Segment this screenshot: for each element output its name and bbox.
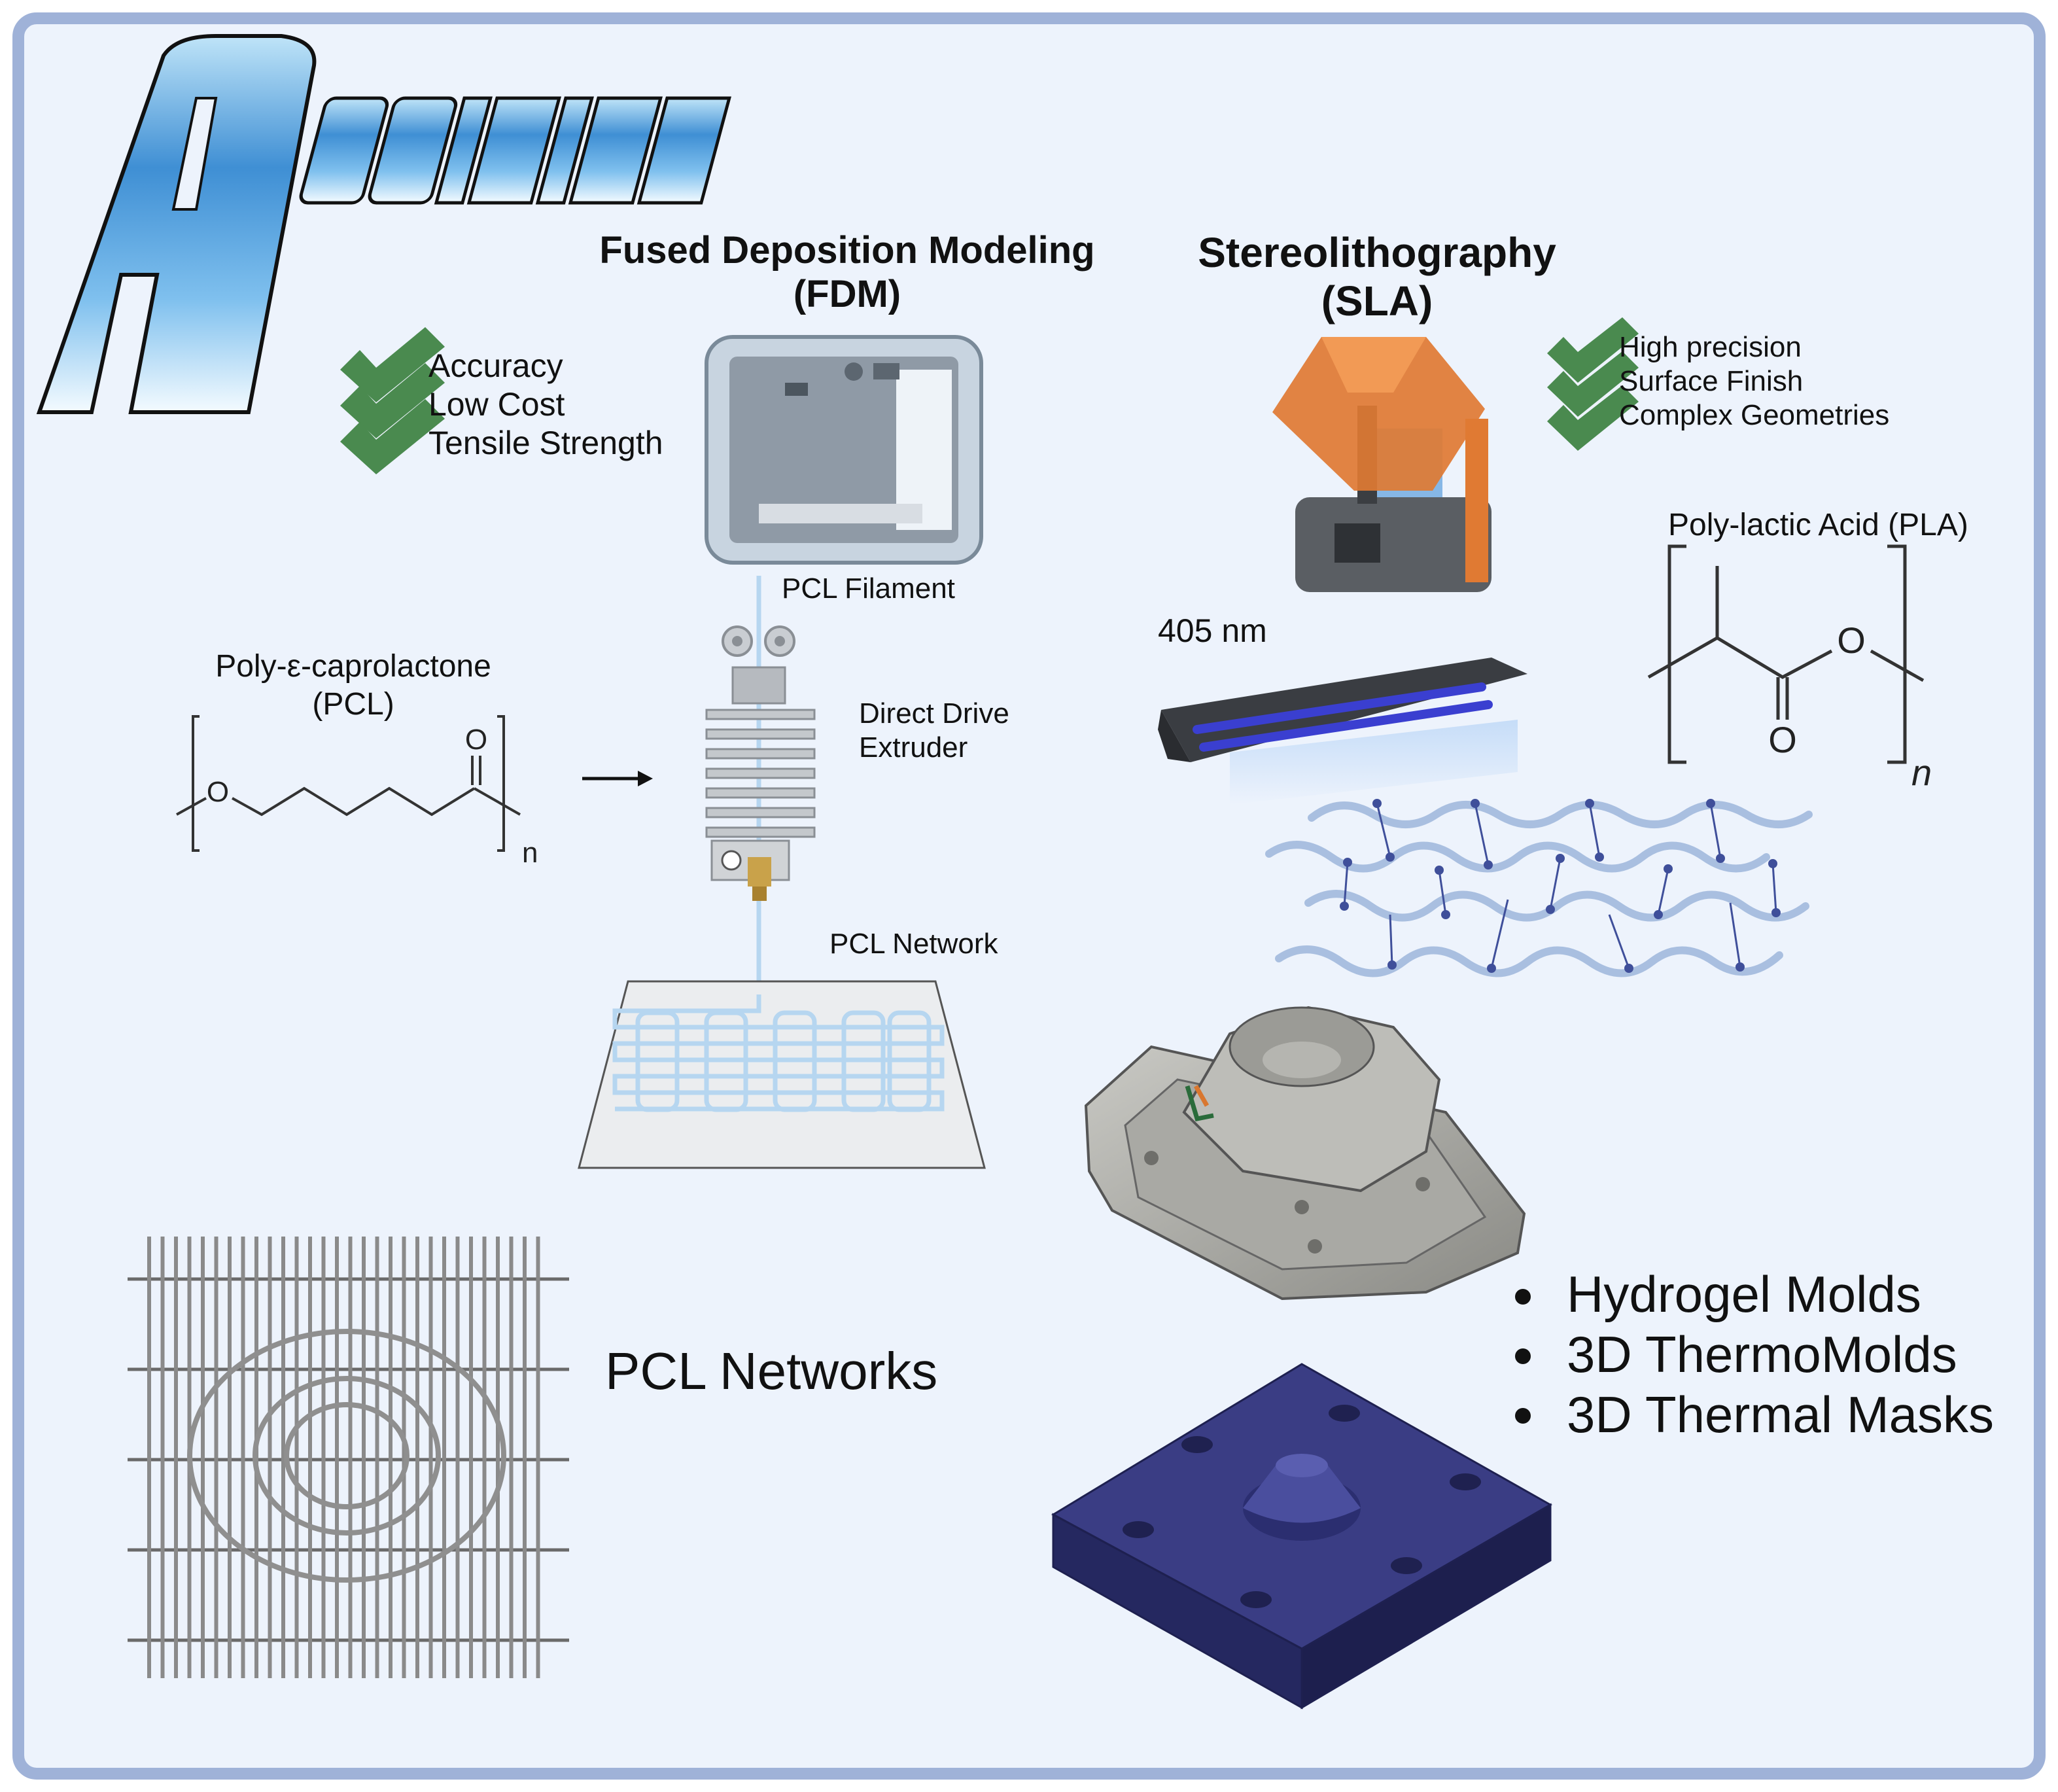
pcl-grid-mesh: [128, 1237, 569, 1678]
extruder-label-line1: Direct Drive: [859, 697, 1009, 729]
extruder-icon: [705, 625, 816, 901]
fdm-advantage-item: Low Cost: [428, 386, 565, 423]
application-item: 3D Thermal Masks: [1567, 1386, 1995, 1443]
application-item: Hydrogel Molds: [1567, 1265, 1921, 1323]
pcl-filament-label: PCL Filament: [782, 572, 955, 605]
fdm-advantage-item: Accuracy: [428, 347, 563, 384]
pla-carbonyl-o: O: [1768, 719, 1797, 760]
sla-heading: Stereolithography (SLA): [1164, 229, 1590, 325]
navy-mold-icon: [1051, 1363, 1553, 1710]
sla-advantages-list: High precision Surface Finish Complex Ge…: [1619, 330, 1889, 432]
pla-ester-o: O: [1837, 620, 1866, 661]
sla-advantage-item: High precision: [1619, 331, 1802, 363]
pcl-network-label: PCL Network: [829, 928, 998, 960]
additive-logo: [36, 34, 731, 414]
pla-n-subscript: n: [1911, 752, 1932, 793]
fdm-heading-line1: Fused Deposition Modeling: [599, 229, 1095, 272]
sla-check-icons: [1547, 317, 1639, 451]
pcl-n-subscript: n: [522, 837, 538, 869]
gray-mold-icon: [1084, 1006, 1526, 1301]
sla-advantage-item: Complex Geometries: [1619, 399, 1890, 431]
sla-heading-line2: (SLA): [1321, 277, 1433, 325]
pcl-polymer-name-line1: Poly-ε-caprolactone: [215, 649, 491, 684]
uv-lamp-icon: [1158, 658, 1527, 805]
uv-wavelength-label: 405 nm: [1158, 612, 1267, 649]
fdm-advantage-item: Tensile Strength: [428, 425, 663, 461]
applications-list: Hydrogel Molds 3D ThermoMolds 3D Thermal…: [1567, 1264, 1994, 1445]
extruder-label-line2: Extruder: [859, 731, 968, 764]
crosslinked-network: [1265, 799, 1813, 977]
sla-heading-line1: Stereolithography: [1198, 229, 1556, 276]
fdm-heading-line2: (FDM): [793, 272, 901, 315]
application-bullets: [1515, 1289, 1531, 1424]
arrow-icon: [582, 771, 653, 786]
fdm-check-icons: [340, 327, 445, 474]
fdm-advantages-list: Accuracy Low Cost Tensile Strength: [428, 347, 663, 463]
pcl-polymer-name: Poly-ε-caprolactone (PCL): [190, 648, 517, 724]
pla-polymer-name: Poly-lactic Acid (PLA): [1668, 508, 1968, 542]
application-item: 3D ThermoMolds: [1567, 1326, 1957, 1383]
pcl-network-plate: [578, 980, 986, 1169]
sla-printer-icon: [1272, 337, 1491, 592]
pcl-carbonyl-o: O: [465, 724, 487, 756]
pcl-o-atom: O: [207, 776, 229, 808]
pcl-polymer-abbr: (PCL): [312, 687, 394, 722]
fdm-printer-icon: [705, 335, 983, 565]
extruder-label: Direct Drive Extruder: [859, 697, 1009, 765]
pcl-structure: [176, 715, 521, 852]
pla-structure: [1647, 544, 1925, 764]
sla-advantage-item: Surface Finish: [1619, 365, 1804, 397]
fdm-heading: Fused Deposition Modeling (FDM): [582, 229, 1112, 316]
pcl-networks-label: PCL Networks: [605, 1342, 938, 1400]
